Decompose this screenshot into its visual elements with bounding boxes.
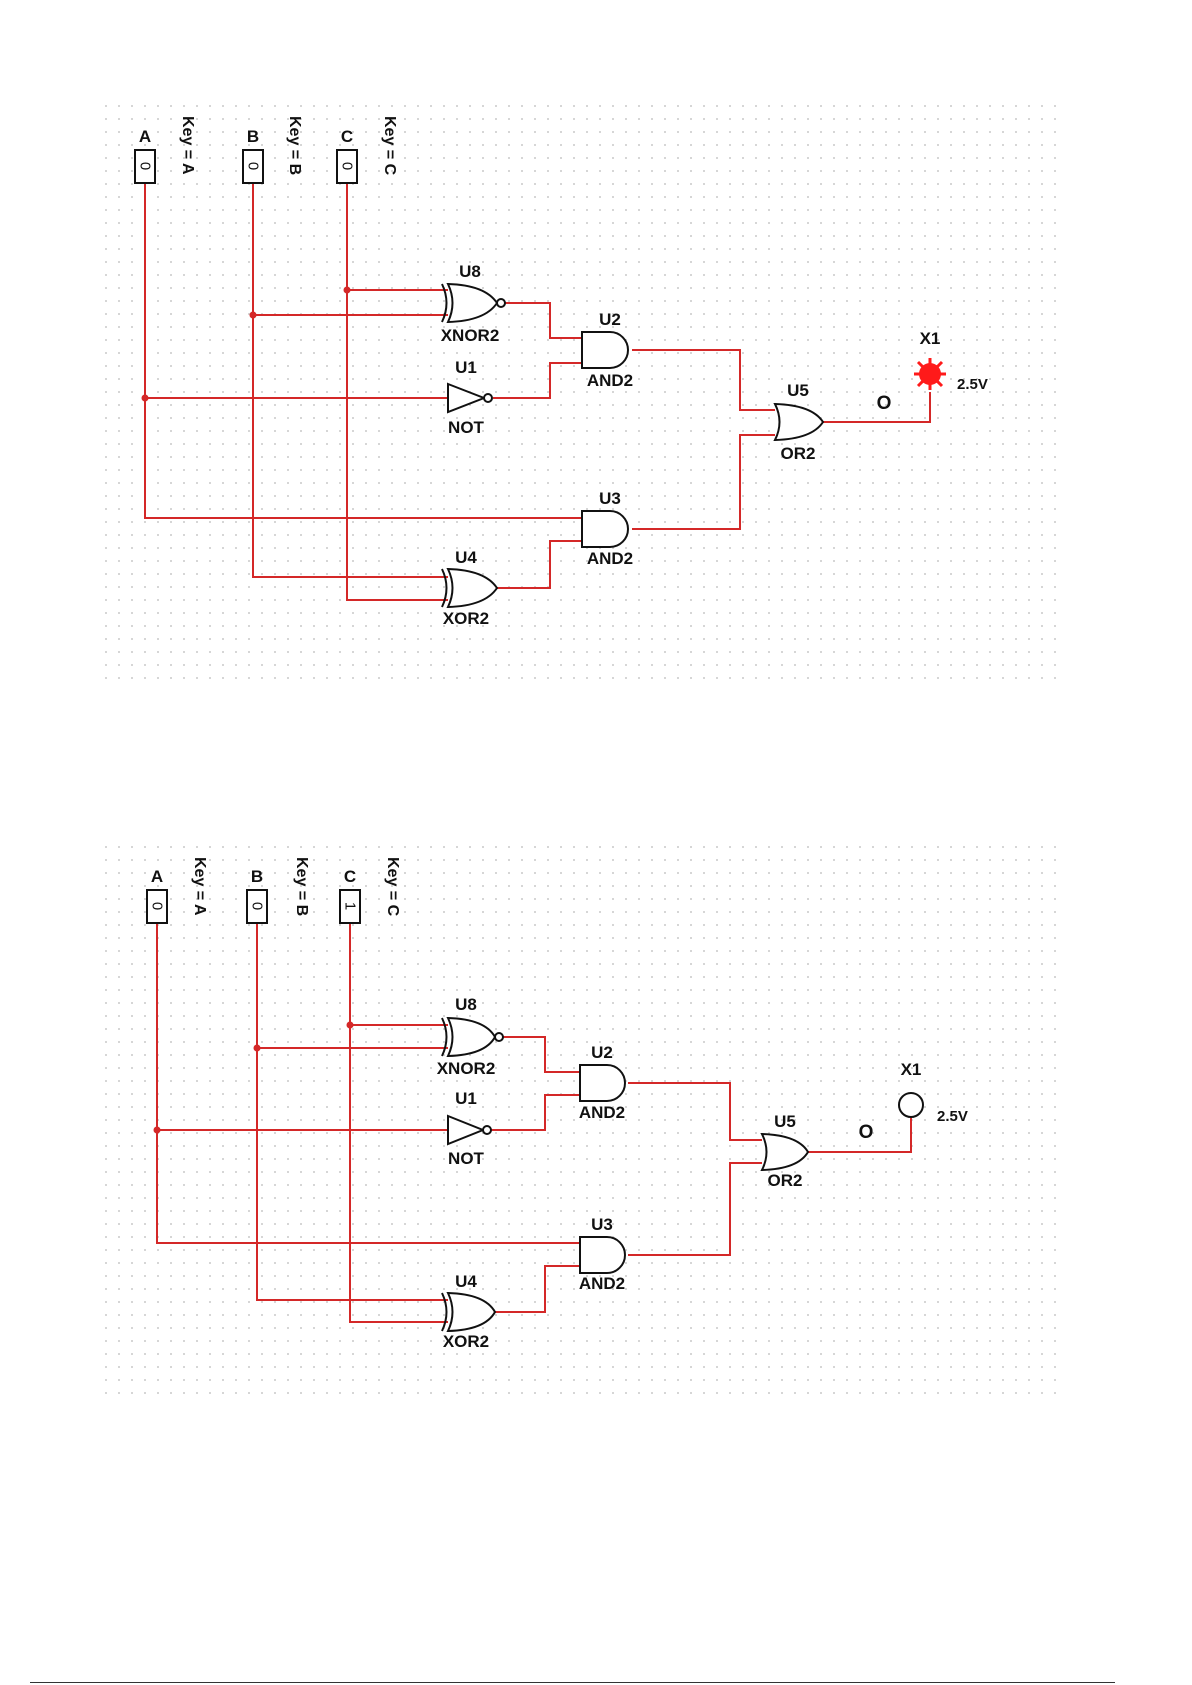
lamp-voltage: 2.5V <box>937 1108 968 1125</box>
gate-type: AND2 <box>579 1274 625 1293</box>
gate-ref: U8 <box>455 995 477 1014</box>
circuit-panel-2: 0 A Key = A 0 B Key = B 1 C Key = C U8 X… <box>97 835 1062 1395</box>
key-label: Key = C <box>384 857 401 917</box>
gate-type: XNOR2 <box>441 326 500 345</box>
gate-ref: U8 <box>459 262 481 281</box>
input-label: A <box>139 127 151 146</box>
gate-type: AND2 <box>579 1103 625 1122</box>
gate-type: OR2 <box>781 444 816 463</box>
key-label: Key = B <box>293 857 310 916</box>
junction-b <box>254 1045 261 1052</box>
lamp-bulb-icon <box>899 1093 923 1117</box>
gate-type: OR2 <box>768 1171 803 1190</box>
key-label: Key = A <box>191 857 208 916</box>
gate-ref: U2 <box>591 1043 613 1062</box>
switch-value: 0 <box>339 162 356 170</box>
input-label: B <box>251 867 263 886</box>
circuit-panel-1: 0 A Key = A 0 B Key = B 0 C Key = C U8 X… <box>97 95 1062 685</box>
gate-type: NOT <box>448 418 485 437</box>
grid-background <box>97 95 1062 685</box>
junction-c <box>347 1022 354 1029</box>
output-net-label: O <box>859 1122 874 1143</box>
lamp-ref: X1 <box>901 1060 922 1079</box>
input-label: C <box>344 867 356 886</box>
switch-value: 0 <box>137 162 154 170</box>
output-net-label: O <box>877 393 892 414</box>
input-label: B <box>247 127 259 146</box>
input-label: A <box>151 867 163 886</box>
lamp-voltage: 2.5V <box>957 376 988 393</box>
gate-type: XOR2 <box>443 1332 489 1351</box>
lamp-bulb-icon <box>919 363 941 385</box>
gate-type: AND2 <box>587 549 633 568</box>
gate-type: XOR2 <box>443 609 489 628</box>
gate-ref: U5 <box>787 381 809 400</box>
gate-ref: U5 <box>774 1112 796 1131</box>
key-label: Key = A <box>179 116 196 175</box>
gate-ref: U4 <box>455 1272 477 1291</box>
switch-value: 1 <box>342 902 359 910</box>
switch-value: 0 <box>249 902 266 910</box>
key-label: Key = C <box>381 116 398 176</box>
gate-ref: U1 <box>455 1089 477 1108</box>
junction-c <box>344 287 351 294</box>
gate-ref: U1 <box>455 358 477 377</box>
gate-ref: U2 <box>599 310 621 329</box>
junction-a <box>154 1127 161 1134</box>
switch-value: 0 <box>149 902 166 910</box>
switch-value: 0 <box>245 162 262 170</box>
input-label: C <box>341 127 353 146</box>
key-label: Key = B <box>286 116 303 175</box>
page-bottom-rule <box>30 1682 1115 1683</box>
junction-a <box>142 395 149 402</box>
gate-type: XNOR2 <box>437 1059 496 1078</box>
junction-b <box>250 312 257 319</box>
lamp-ref: X1 <box>920 329 941 348</box>
gate-type: NOT <box>448 1149 485 1168</box>
gate-ref: U3 <box>599 489 621 508</box>
gate-ref: U3 <box>591 1215 613 1234</box>
gate-type: AND2 <box>587 371 633 390</box>
gate-ref: U4 <box>455 548 477 567</box>
